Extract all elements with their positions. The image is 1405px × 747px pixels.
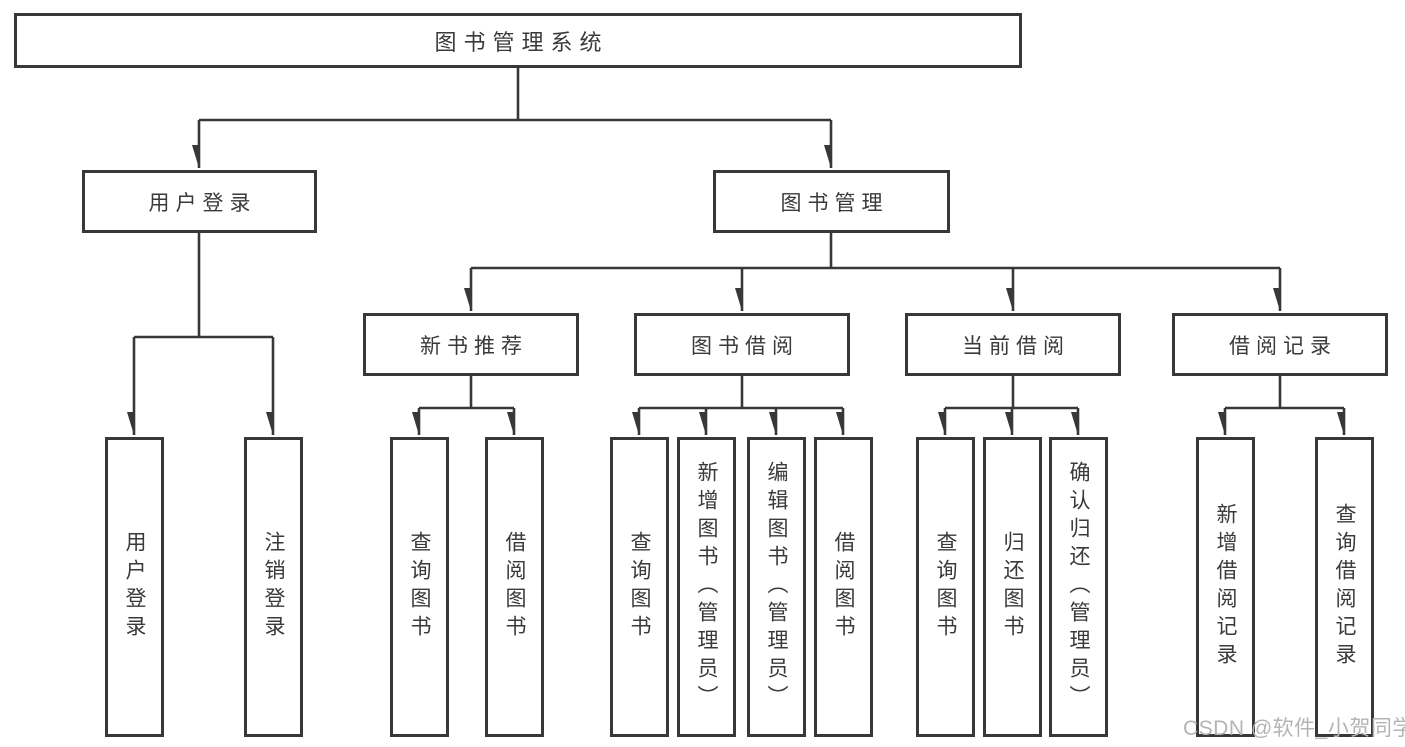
- node-current-borrowing: 当前借阅: [905, 313, 1121, 376]
- node-root-system: 图书管理系统: [14, 13, 1022, 68]
- node-label: 新增图书（管理员）: [695, 461, 718, 713]
- node-book-management-group: 图书管理: [713, 170, 950, 233]
- node-label: 当前借阅: [962, 334, 1070, 358]
- leaf-bb-edit-books-admin: 编辑图书（管理员）: [747, 437, 806, 737]
- node-user-login-group: 用户登录: [82, 170, 317, 233]
- leaf-bb-query-books: 查询图书: [610, 437, 669, 737]
- leaf-user-login: 用户登录: [105, 437, 164, 737]
- leaf-cb-return-books: 归还图书: [983, 437, 1042, 737]
- node-label: 新增借阅记录: [1214, 503, 1237, 671]
- node-label: 查询图书: [408, 531, 431, 643]
- node-label: 归还图书: [1001, 531, 1024, 643]
- node-label: 图书管理: [780, 191, 889, 215]
- leaf-nbr-borrow-books: 借阅图书: [485, 437, 544, 737]
- node-borrowing-records: 借阅记录: [1172, 313, 1388, 376]
- node-book-borrowing: 图书借阅: [634, 313, 850, 376]
- csdn-watermark: CSDN @软件_小贺同学: [1183, 717, 1405, 740]
- node-label: 确认归还（管理员）: [1067, 461, 1090, 713]
- node-label: 新书推荐: [420, 334, 528, 358]
- leaf-bb-borrow-books: 借阅图书: [814, 437, 873, 737]
- node-label: 编辑图书（管理员）: [765, 461, 788, 713]
- node-label: 借阅图书: [503, 531, 526, 643]
- node-label: 用户登录: [148, 191, 257, 215]
- node-label: 图书管理系统: [434, 29, 609, 55]
- node-label: 注销登录: [262, 531, 285, 643]
- node-label: 借阅记录: [1229, 334, 1337, 358]
- leaf-br-add-record: 新增借阅记录: [1196, 437, 1255, 737]
- node-label: 查询图书: [628, 531, 651, 643]
- node-label: 用户登录: [123, 531, 146, 643]
- leaf-logout: 注销登录: [244, 437, 303, 737]
- node-label: 借阅图书: [832, 531, 855, 643]
- node-label: 查询借阅记录: [1333, 503, 1356, 671]
- leaf-bb-add-books-admin: 新增图书（管理员）: [677, 437, 736, 737]
- leaf-br-query-record: 查询借阅记录: [1315, 437, 1374, 737]
- leaf-cb-confirm-return-admin: 确认归还（管理员）: [1049, 437, 1108, 737]
- node-label: 查询图书: [934, 531, 957, 643]
- node-label: 图书借阅: [691, 334, 799, 358]
- node-new-book-recommendation: 新书推荐: [363, 313, 579, 376]
- leaf-cb-query-books: 查询图书: [916, 437, 975, 737]
- leaf-nbr-query-books: 查询图书: [390, 437, 449, 737]
